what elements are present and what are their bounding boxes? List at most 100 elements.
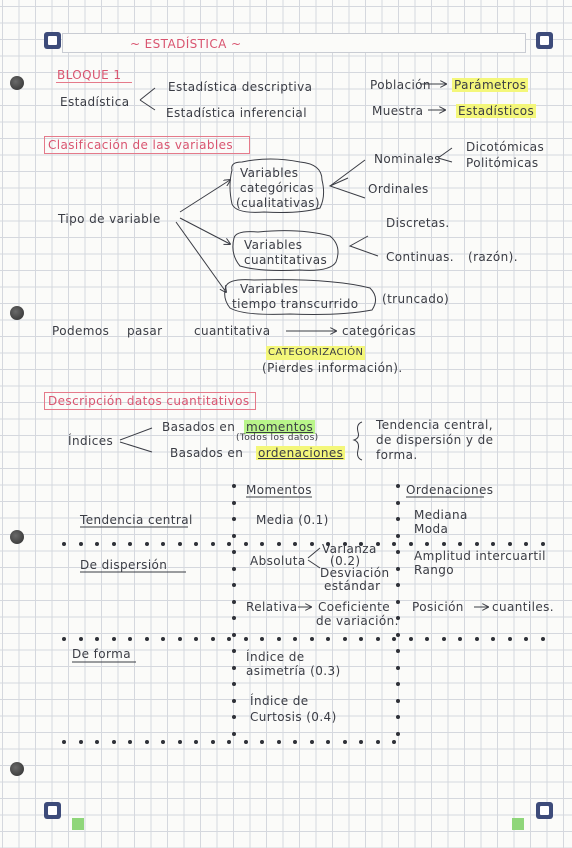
title-bar [62,33,526,53]
continuous: Continuas. [386,250,454,264]
grid-dot [210,637,215,641]
grid-dot [408,542,413,546]
absolute: Absoluta [250,554,306,568]
descriptive-stats: Estadística descriptiva [168,80,313,94]
grid-dot [396,500,400,505]
grid-dot [232,731,236,736]
grid-dot [78,637,83,641]
dichotomous: Dicotómicas [466,140,545,154]
polytomous: Politómicas [466,156,539,170]
grid-dot [128,542,132,546]
column-orderings: Ordenaciones [406,483,494,497]
grid-dot [276,542,281,546]
orderings: ordenaciones [256,446,346,460]
grid-dot [396,715,400,719]
grid-dot [144,542,149,546]
std-dev-line1: Desviación [320,566,390,580]
binder-hole [10,762,24,776]
mean: Media (0.1) [256,513,329,527]
pass-word1: Podemos [52,324,110,338]
pass-word3: cuantitativa [194,324,271,338]
grid-dot [396,566,400,571]
position: Posición [412,600,464,614]
median: Mediana [414,508,468,522]
grid-dot [210,740,215,744]
grid-dot [396,682,400,686]
corner-mark-icon [44,32,61,49]
coef-variation-line2: de variación. [316,614,399,628]
grid-dot [144,637,149,641]
grid-dot [293,740,297,744]
grid-dot [232,632,236,637]
grid-dot [243,542,248,546]
grid-dot [232,715,236,719]
grid-dot [359,740,363,744]
grid-dot [227,542,231,546]
grid-dot [425,542,429,546]
grid-dot [524,542,528,546]
green-square-mark [512,818,524,830]
population: Población [370,78,431,92]
grid-dot [396,599,400,604]
grid-dot [396,517,400,521]
grid-dot [375,542,380,546]
binder-hole [10,530,24,544]
classification-heading: Clasificación de las variables [48,138,234,152]
grid-dot [232,665,236,670]
nominal: Nominales [374,152,441,166]
grid-dot [524,637,528,641]
grid-dot [276,637,281,641]
based-on-2: Basados en [170,446,244,460]
grid-dot [232,484,236,488]
corner-mark-icon [536,802,553,819]
grid-dot [458,542,462,546]
grid-dot [441,542,446,546]
moments: momentos [244,420,316,434]
grid-dot [161,740,165,744]
grid-dot [232,682,236,686]
grid-dot [309,637,314,641]
range: Rango [414,563,454,577]
grid-dot [177,542,182,546]
ordinal: Ordinales [368,182,429,196]
grid-dot [326,542,330,546]
binder-hole [10,76,24,90]
grid-dot [232,583,236,587]
tendency-line3: forma. [376,448,418,462]
asymmetry-line1: Índice de [246,650,305,664]
lose-information: (Pierdes información). [262,361,403,375]
grid-dot [232,698,236,703]
quantitative-line1: Variables [244,238,303,252]
variable-type: Tipo de variable [58,212,161,226]
parameters: Parámetros [452,78,529,92]
grid-dot [95,542,99,546]
grid-dot [232,500,236,505]
classification-heading-box [44,136,250,154]
std-dev-line2: estándar [324,579,381,593]
description-heading-box [44,392,256,410]
statistics-root: Estadística [60,95,130,109]
grid-dot [474,637,479,641]
grid-dot [342,740,347,744]
grid-dot [227,637,231,641]
coef-variation-line1: Coeficiente [318,600,391,614]
column-moments: Momentos [246,483,312,497]
grid-dot [232,599,236,604]
grid-dot [232,533,236,538]
grid-dot [392,637,396,641]
sample: Muestra [372,104,424,118]
grid-dot [62,740,66,744]
grid-dot [396,484,400,488]
block1-heading: BLOQUE 1 [57,68,122,82]
time-variables-line1: Variables [240,282,299,296]
kurtosis-line1: Índice de [250,694,309,708]
grid-dot [396,533,400,538]
grid-dot [408,637,413,641]
grid-dot [243,740,248,744]
grid-dot [260,637,264,641]
grid-dot [396,698,400,703]
grid-dot [177,740,182,744]
statistics-estimators: Estadísticos [456,104,537,118]
relative: Relativa [246,600,298,614]
